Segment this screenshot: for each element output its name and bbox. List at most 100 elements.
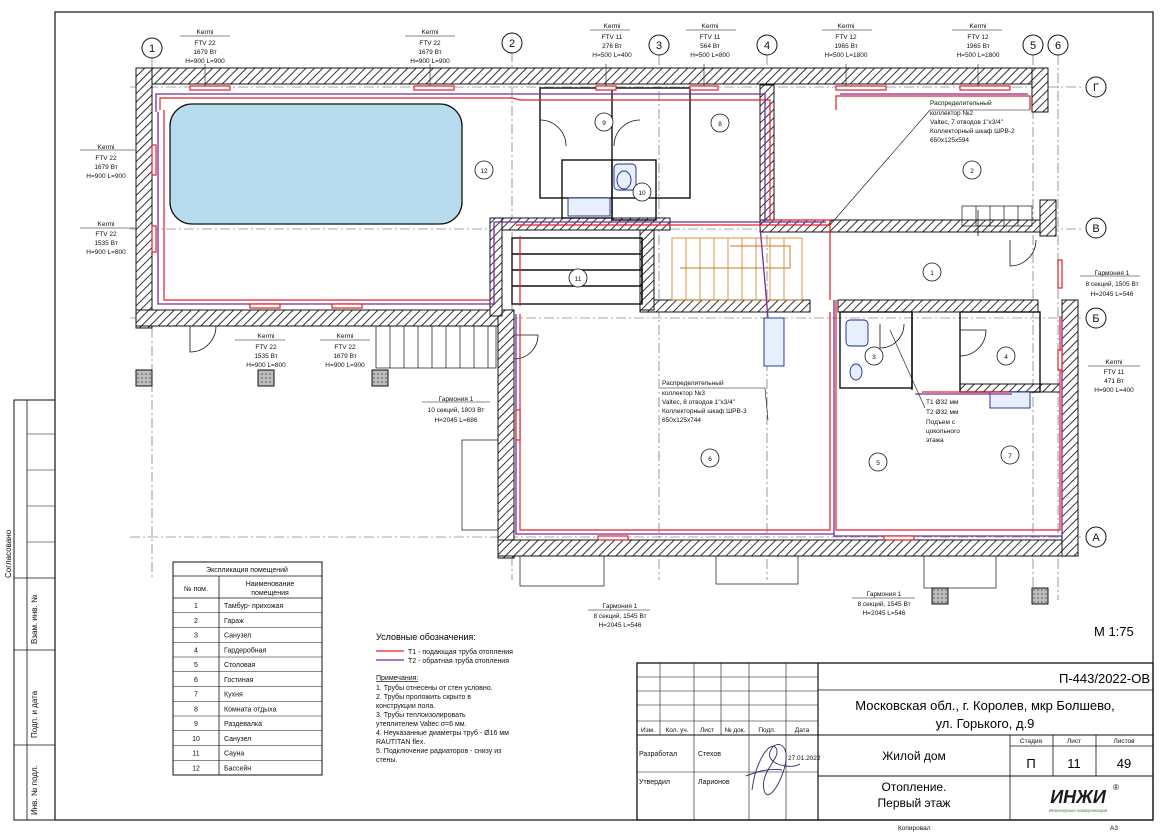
- radiator-top-4-l1: Kermi: [702, 23, 719, 30]
- axis-4-label: 4: [764, 40, 770, 52]
- note-line: конструкции пола.: [376, 703, 435, 710]
- radiator-top-5-l2: FTV 12: [835, 34, 857, 41]
- riser-l3: Подъем с: [926, 419, 956, 426]
- axis-bubbles: [141, 32, 1107, 548]
- radiator-right-2-l1: Kermi: [1106, 359, 1123, 366]
- address-line-1: Московская обл., г. Королев, мкр Болшево…: [855, 698, 1115, 713]
- note-line: 4. Неуказанные диаметры труб - Ø16 мм: [376, 729, 509, 737]
- return-pipes: [155, 93, 1063, 537]
- explication-row-num: 10: [192, 736, 200, 743]
- riser-l5: этажа: [926, 437, 944, 444]
- col-podp: Подп.: [758, 727, 775, 734]
- col-data: Дата: [795, 727, 810, 734]
- radiator-top-4-l4: H=500 L=800: [690, 52, 730, 59]
- explication-row-name: Кухня: [224, 692, 243, 699]
- radiator-garm-bot-1-l2: 8 секций, 1545 Вт: [593, 612, 646, 620]
- explication-row-name: Гостиная: [224, 677, 254, 684]
- radiator-mid-1-l1: Kermi: [258, 333, 275, 340]
- radiator-right-2-l4: H=900 L=400: [1094, 387, 1134, 394]
- explication-row-name: Столовая: [224, 662, 256, 669]
- notes: Примечания: 1. Трубы отнесены от стен ус…: [376, 675, 509, 764]
- doc-code: П-443/2022-ОВ: [1059, 671, 1150, 686]
- radiator-left-2-l2: FTV 22: [95, 231, 117, 238]
- radiator-top-1-l1: Kermi: [197, 29, 214, 36]
- interior-walls: [511, 87, 1041, 393]
- radiator-mid-1-l2: FTV 22: [255, 344, 277, 351]
- room-numbers: 1 2 3 4 5 6 7 8 9 10 11 12: [480, 120, 1012, 467]
- room-number-6: 6: [708, 456, 712, 463]
- radiator-garm-left-l2: 10 секций, 1803 Вт: [428, 406, 485, 414]
- radiator-left-1-l3: 1679 Вт: [94, 164, 117, 171]
- radiator-top-1-l2: FTV 22: [194, 40, 216, 47]
- riser-l2: T2 Ø32 мм: [926, 409, 959, 416]
- razrab-date: 27.01.2022: [788, 755, 821, 762]
- riser-l4: цокольного: [926, 428, 960, 435]
- razrab-role: Разработал: [639, 750, 677, 758]
- radiator-top-2-l2: FTV 22: [419, 40, 441, 47]
- collector-2-l4: Коллекторный шкаф ШРВ-2: [930, 127, 1015, 135]
- room-number-circles: [474, 112, 1020, 472]
- collector-2-l3: Valtec, 7 отводов 1"x3/4": [930, 119, 1004, 126]
- axis-1-label: 1: [149, 43, 155, 55]
- note-line: утеплителем Valtec σ=6 мм.: [376, 721, 467, 728]
- side-stamp: Согласовано Взам. инв. № Подп. и дата Ин…: [4, 399, 56, 821]
- explication-row-num: 2: [194, 618, 198, 625]
- radiator-right-1-l1: Гармония 1: [1095, 270, 1130, 277]
- legend-t1-text: Т1 - подающая труба отопления: [408, 648, 513, 656]
- radiator-top-1-l3: 1679 Вт: [193, 49, 216, 56]
- utv-name: Ларионов: [698, 779, 730, 786]
- list-value: 11: [1067, 756, 1081, 771]
- room-number-12: 12: [480, 168, 488, 175]
- explication-row-num: 7: [194, 692, 198, 699]
- note-line: 1. Трубы отнесены от стен условно.: [376, 684, 493, 692]
- collector-3-l4: Коллекторный шкаф ШРВ-3: [662, 407, 747, 415]
- radiator-top-6-l3: 1965 Вт: [966, 43, 989, 50]
- note-line: 3. Трубы теплоизолировать: [376, 711, 466, 719]
- radiator-mid-2-l1: Kermi: [337, 333, 354, 340]
- explication-row-name: Бассейн: [224, 764, 251, 772]
- col-ndok: № док.: [725, 727, 746, 734]
- side-inv-podl-label: Инв. № подл.: [30, 765, 39, 815]
- axis-labels: 1 2 3 4 5 6 Г В Б А: [149, 38, 1100, 544]
- explication-title: Экспликация помещений: [206, 566, 288, 574]
- note-line: 2. Трубы проложить скрыто в: [376, 693, 471, 701]
- drawing-scale: М 1:75: [1094, 624, 1134, 639]
- explication-row-name: Гардеробная: [224, 646, 267, 654]
- col-koluch: Кол. уч.: [665, 727, 688, 734]
- explication-row-num: 5: [194, 662, 198, 669]
- room-number-5: 5: [876, 460, 880, 467]
- radiator-mid-2-l4: H=900 L=900: [325, 362, 365, 369]
- axis-5-label: 5: [1030, 40, 1036, 52]
- radiator-left-2-l3: 1535 Вт: [94, 240, 117, 247]
- room-number-4: 4: [1004, 354, 1008, 361]
- explication-row-num: 3: [194, 633, 198, 640]
- axis-2-label: 2: [509, 38, 515, 50]
- radiator-labels: Kermi FTV 22 1679 Вт H=900 L=900 Kermi F…: [86, 23, 1138, 629]
- collector-3-l1: Распределительный: [662, 379, 724, 387]
- stage-value: П: [1026, 756, 1035, 771]
- radiator-mid-1-l3: 1535 Вт: [254, 353, 277, 360]
- side-sign-date-label: Подп. и дата: [30, 690, 39, 738]
- pool-basin: [169, 103, 463, 225]
- radiator-left-1-l2: FTV 22: [95, 155, 117, 162]
- porch-stairs: [375, 205, 1033, 589]
- listov-value: 49: [1117, 756, 1131, 771]
- radiator-top-2-l1: Kermi: [422, 29, 439, 36]
- radiator-top-5-l4: H=500 L=1800: [824, 52, 867, 59]
- staircase: [671, 237, 803, 301]
- radiator-garm-left-l1: Гармония 1: [439, 396, 474, 403]
- room-number-10: 10: [638, 190, 646, 197]
- room-number-3: 3: [872, 354, 876, 361]
- listov-header: Листов: [1113, 738, 1135, 745]
- title-block: [636, 662, 1154, 821]
- radiator-top-6-l4: H=500 L=1800: [956, 52, 999, 59]
- room-number-1: 1: [930, 270, 934, 277]
- room-number-8: 8: [718, 121, 722, 128]
- radiator-top-4-l2: FTV 11: [700, 34, 721, 41]
- collector-labels: Распределительный коллектор №2 Valtec, 7…: [662, 99, 1015, 444]
- radiator-garm-left-l3: H=2045 L=686: [434, 417, 477, 424]
- radiator-left-1-l1: Kermi: [98, 144, 115, 151]
- explication-col-name-l2: помещения: [251, 590, 289, 597]
